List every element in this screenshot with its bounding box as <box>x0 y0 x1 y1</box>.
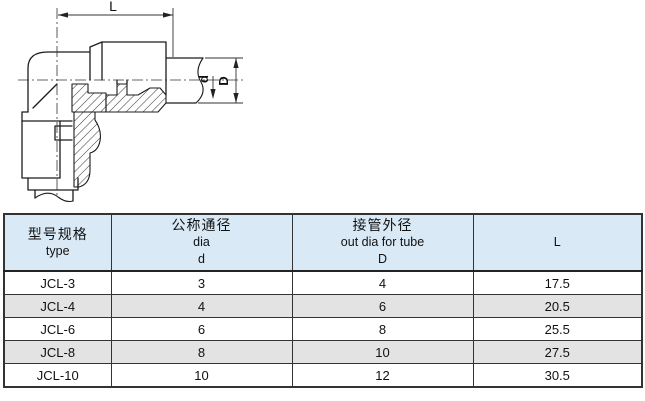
dimension-arrows <box>58 12 239 103</box>
elbow-fitting-drawing: L d D <box>0 0 250 211</box>
cell-length-L: 27.5 <box>472 340 643 364</box>
cell-dia-d: 8 <box>110 340 293 364</box>
table-row: JCL-8 8 10 27.5 <box>3 340 643 364</box>
header-col-type: 型号规格 type <box>3 213 112 272</box>
header-line: dia <box>193 235 210 249</box>
right-tube <box>165 57 204 104</box>
bottom-collar <box>27 177 79 191</box>
cell-dia-d: 10 <box>110 363 293 388</box>
spec-table-header: 型号规格 type 公称通径 dia d 接管外径 out dia for tu… <box>3 213 643 272</box>
header-line: type <box>45 243 70 258</box>
table-row: JCL-3 3 4 17.5 <box>3 270 643 295</box>
vertical-leg <box>21 111 61 179</box>
cell-model: JCL-6 <box>3 317 112 341</box>
header-line: out dia for tube <box>340 235 425 249</box>
header-line: D <box>377 252 388 266</box>
cell-dia-D: 10 <box>291 340 474 364</box>
table-row: JCL-6 6 8 25.5 <box>3 317 643 341</box>
bore-chamfer <box>32 83 58 109</box>
header-line: 接管外径 <box>352 217 413 233</box>
cell-dia-d: 6 <box>110 317 293 341</box>
cell-model: JCL-10 <box>3 363 112 388</box>
header-line: d <box>198 252 205 266</box>
cell-dia-D: 12 <box>291 363 474 388</box>
header-col-nominal-dia: 公称通径 dia d <box>110 213 293 272</box>
cell-dia-D: 8 <box>291 317 474 341</box>
spec-table: 型号规格 type 公称通径 dia d 接管外径 out dia for tu… <box>3 213 643 388</box>
bottom-tube-break <box>34 192 74 203</box>
elbow-outer-corner <box>27 51 91 113</box>
section-hatching <box>71 83 167 188</box>
cell-model: JCL-3 <box>3 270 112 295</box>
bottom-tube <box>34 189 74 202</box>
dim-label-L: L <box>109 0 117 14</box>
header-col-length: L <box>472 213 643 272</box>
cell-length-L: 17.5 <box>472 270 643 295</box>
dim-label-D: D <box>216 76 231 85</box>
header-line: 公称通径 <box>171 217 232 233</box>
cell-model: JCL-8 <box>3 340 112 364</box>
cell-dia-D: 6 <box>291 294 474 318</box>
cell-length-L: 30.5 <box>472 363 643 388</box>
header-line: 型号规格 <box>27 225 88 242</box>
fitting-outline <box>21 41 204 203</box>
table-row: JCL-10 10 12 30.5 <box>3 363 643 388</box>
right-tube-break <box>195 57 204 104</box>
header-row: 型号规格 type 公称通径 dia d 接管外径 out dia for tu… <box>3 213 643 272</box>
cell-dia-d: 3 <box>110 270 293 295</box>
cell-dia-d: 4 <box>110 294 293 318</box>
cell-length-L: 20.5 <box>472 294 643 318</box>
dim-label-d: d <box>196 75 211 83</box>
collar-step <box>54 125 73 141</box>
header-line: L <box>553 235 561 249</box>
cell-model: JCL-4 <box>3 294 112 318</box>
cell-length-L: 25.5 <box>472 317 643 341</box>
centerlines <box>18 8 243 198</box>
header-col-tube-outer-dia: 接管外径 out dia for tube D <box>291 213 474 272</box>
table-row: JCL-4 4 6 20.5 <box>3 294 643 318</box>
cell-dia-D: 4 <box>291 270 474 295</box>
fitting-section-diagram: L d D <box>18 0 243 203</box>
spec-table-body: JCL-3 3 4 17.5 JCL-4 4 6 20.5 JCL-6 6 8 … <box>3 270 643 388</box>
